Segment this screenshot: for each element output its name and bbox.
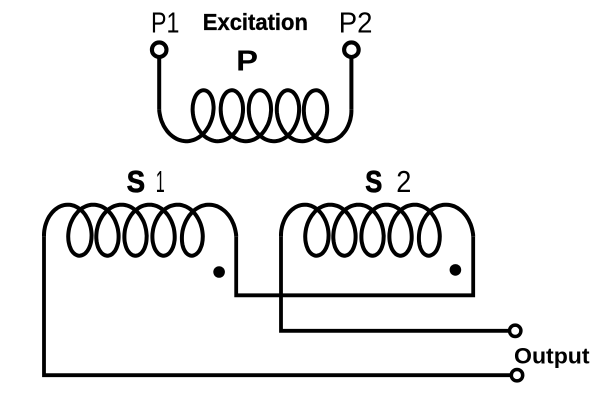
svg-text:P1: P1 <box>151 8 179 40</box>
svg-text:2: 2 <box>396 164 411 199</box>
svg-text:S: S <box>365 164 382 199</box>
svg-text:1: 1 <box>156 164 165 199</box>
svg-text:P2: P2 <box>339 8 373 40</box>
svg-text:Output: Output <box>514 343 590 368</box>
svg-text:S: S <box>127 164 145 199</box>
svg-text:Excitation: Excitation <box>203 9 308 35</box>
svg-text:P: P <box>236 45 258 77</box>
